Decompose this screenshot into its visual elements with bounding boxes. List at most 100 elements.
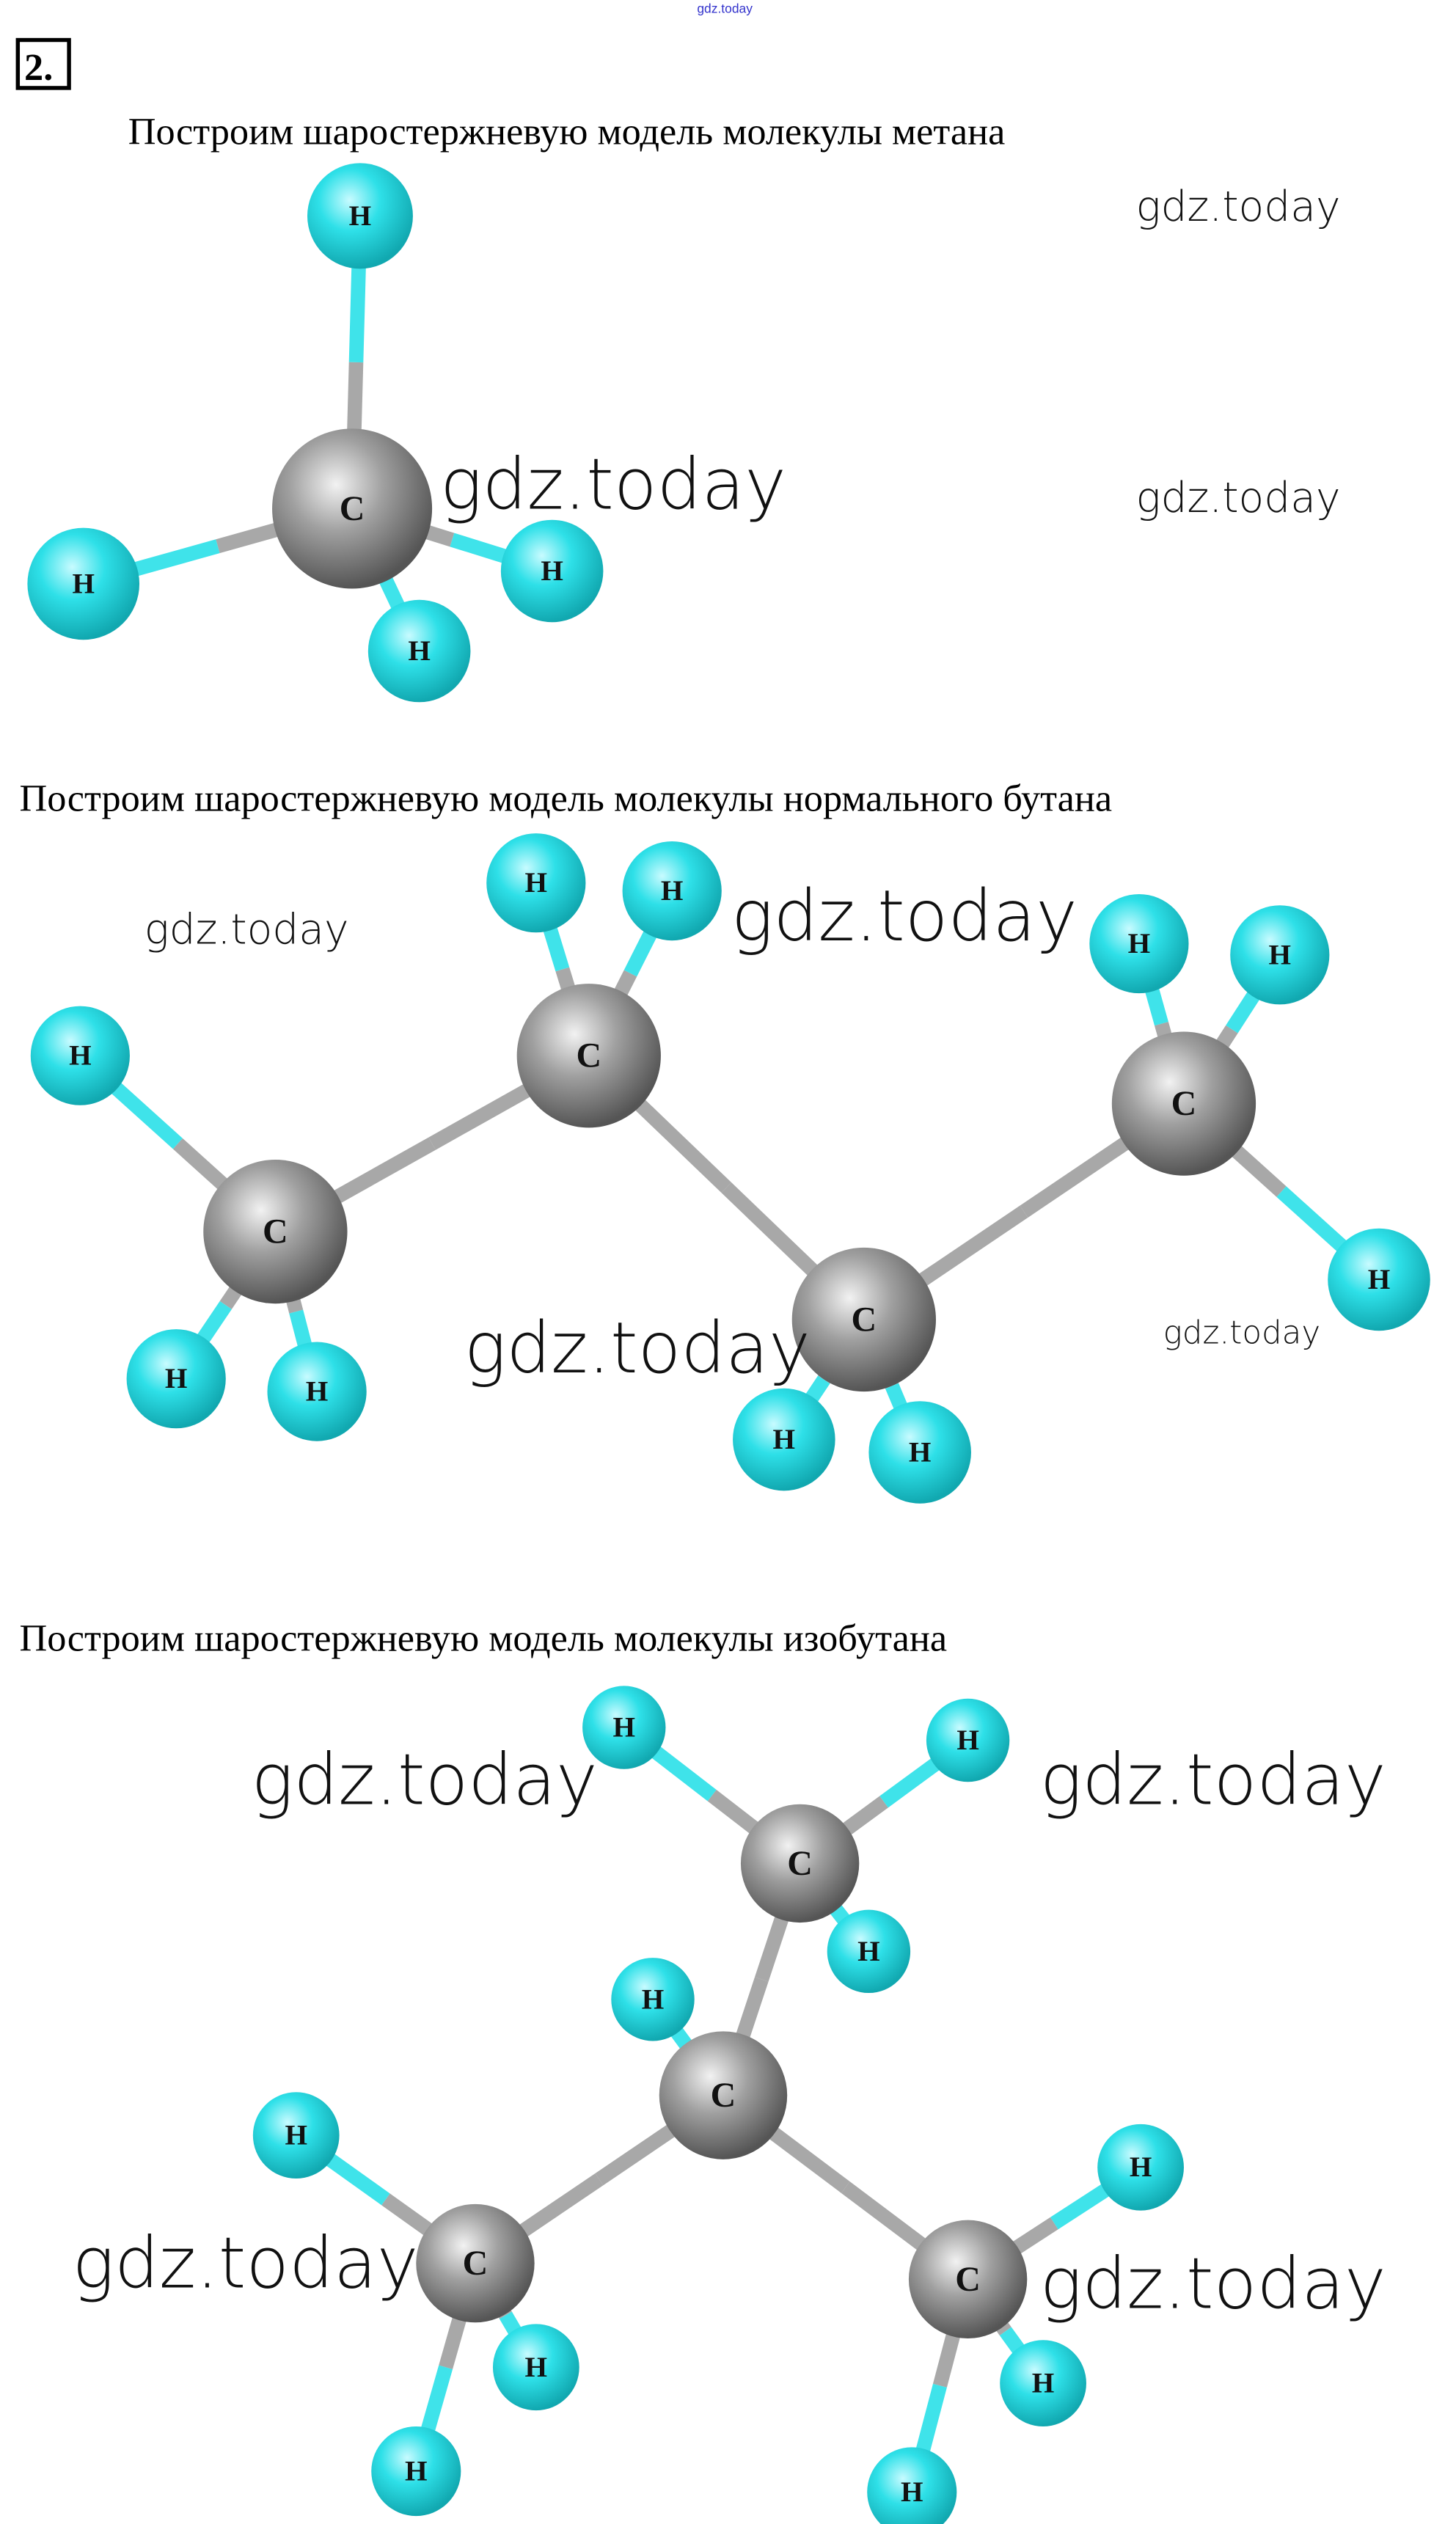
butane-hydrogen-atom: H [868,1401,971,1504]
watermark: gdz.today [731,875,1078,957]
atom-label: H [525,2352,548,2383]
butane-hydrogen-atom: H [733,1388,835,1491]
atom-sphere [267,1342,367,1441]
watermark: gdz.today [252,1739,598,1821]
isobutane-hydrogen-atom: H [867,2447,957,2524]
atom-sphere [926,1698,1010,1782]
isobutane-hydrogen-atom: H [582,1686,666,1769]
watermark: gdz.today [1136,183,1341,231]
atom-label: C [463,2244,489,2283]
watermark: gdz.today [72,2222,418,2304]
atom-sphere [1111,1031,1256,1176]
atom-label: H [72,568,95,599]
methane-hydrogen-atom: H [307,163,413,269]
isobutane-carbon-atom: C [659,2031,788,2159]
atom-sphere [867,2447,957,2524]
atom-label: H [408,635,431,667]
isobutane-hydrogen-atom: H [1000,2340,1086,2426]
atom-label: C [711,2076,736,2115]
atom-label: H [541,555,563,587]
isobutane-hydrogen-atom: H [926,1698,1010,1782]
atom-sphere [659,2031,788,2159]
atom-sphere [740,1804,860,1923]
top-link[interactable]: gdz.today [697,1,753,15]
atom-sphere [486,833,586,933]
section-heading-butane: Построим шаростержневую модель молекулы … [19,778,1112,820]
atom-label: H [857,1936,880,1967]
atom-sphere [791,1247,936,1392]
methane-hydrogen-atom: H [27,527,140,640]
atom-sphere [1328,1228,1430,1331]
butane-hydrogen-atom: H [486,833,586,933]
butane-carbon-atom: C [1111,1031,1256,1176]
atom-sphere [27,527,140,640]
atom-label: H [661,875,684,907]
atom-sphere [733,1388,835,1491]
atom-sphere [126,1329,226,1429]
watermarks: gdz.today gdz.today gdz.today gdz.today … [72,183,1386,2325]
isobutane-hydrogen-atom: H [1097,2124,1184,2211]
atom-sphere [416,2203,535,2323]
isobutane-carbon-atom: C [908,2220,1028,2339]
atom-sphere [307,163,413,269]
atom-label: C [955,2260,981,2299]
isobutane-carbon-atom: C [740,1804,860,1923]
atom-label: C [340,489,365,528]
atom-sphere [500,519,604,623]
atom-label: H [1269,939,1292,970]
atom-label: H [165,1363,188,1394]
atom-sphere [30,1006,130,1105]
atom-label: H [956,1724,979,1756]
isobutane-hydrogen-atom: H [492,2324,579,2411]
atom-sphere [1000,2340,1086,2426]
atom-sphere [868,1401,971,1504]
atom-sphere [1089,893,1189,994]
methane-hydrogen-atom: H [500,519,604,623]
atom-label: H [69,1040,92,1072]
watermark: gdz.today [1040,2243,1386,2325]
section-heading-methane: Построим шаростержневую модель молекулы … [128,110,1006,153]
atom-sphere [367,599,471,703]
isobutane-hydrogen-atom: H [611,1958,695,2041]
butane-hydrogen-atom: H [30,1006,130,1105]
atom-sphere [492,2324,579,2411]
atom-label: H [901,2476,923,2508]
watermark: gdz.today [1040,1739,1386,1821]
atom-sphere [272,428,433,589]
atom-label: H [1368,1264,1391,1295]
watermark: gdz.today [1163,1315,1321,1352]
isobutane-carbon-atom: C [416,2203,535,2323]
task-number-box [15,37,71,90]
watermark: gdz.today [464,1307,811,1389]
butane-carbon-atom: C [791,1247,936,1392]
atom-sphere [1097,2124,1184,2211]
atom-sphere [611,1958,695,2041]
atom-label: H [612,1712,635,1744]
isobutane-hydrogen-atom: H [252,2092,340,2179]
isobutane-hydrogen-atom: H [371,2426,461,2517]
atom-label: H [1128,928,1151,959]
atom-label: C [787,1844,813,1883]
atom-sphere [252,2092,340,2179]
atom-sphere [908,2220,1028,2339]
butane-hydrogen-atom: H [267,1342,367,1441]
atom-label: C [263,1212,288,1251]
atom-label: H [405,2456,428,2487]
atom-sphere [516,984,661,1128]
methane-carbon-atom: C [272,428,433,589]
butane-hydrogen-atom: H [1230,905,1330,1005]
atom-label: H [1130,2151,1152,2183]
atom-label: H [525,867,548,899]
atom-label: C [1171,1084,1197,1123]
atom-label: C [852,1301,877,1339]
butane-hydrogen-atom: H [622,841,722,941]
atom-sphere [827,1909,911,1994]
atom-label: H [909,1436,932,1468]
butane-hydrogen-atom: H [126,1329,226,1429]
task-number: 2. [24,46,53,89]
atom-sphere [203,1159,348,1304]
butane-carbon-atom: C [516,984,661,1128]
methane-hydrogen-atom: H [367,599,471,703]
atom-label: C [576,1036,601,1075]
